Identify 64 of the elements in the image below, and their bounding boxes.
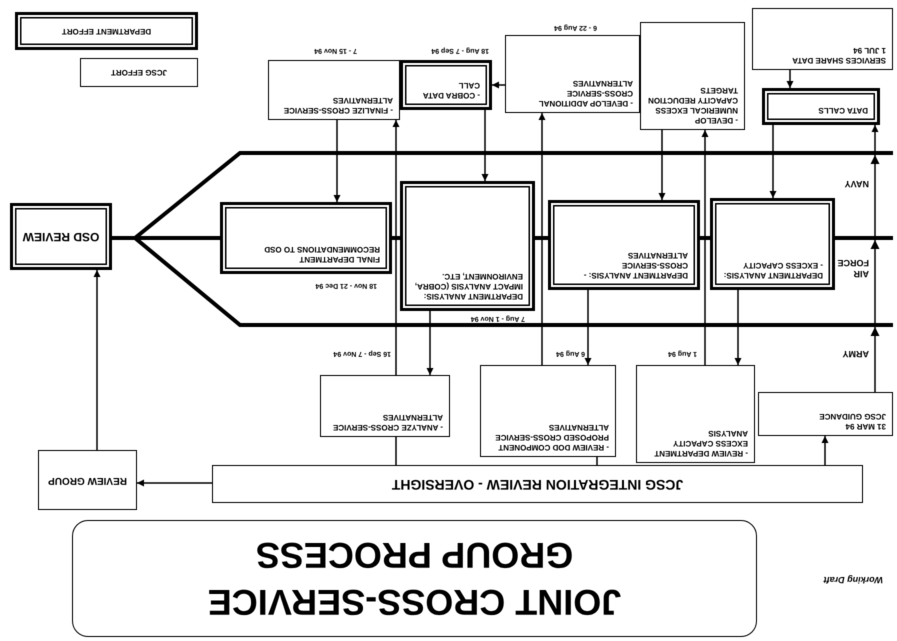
arrow bbox=[822, 436, 828, 465]
arrow bbox=[770, 125, 776, 198]
process-box bbox=[400, 60, 492, 110]
process-box bbox=[640, 22, 745, 130]
arrow bbox=[137, 480, 212, 486]
box-text: - COBRA DATA CALL bbox=[422, 80, 480, 100]
lane-label: ARMY bbox=[842, 348, 869, 359]
arrow bbox=[94, 270, 100, 450]
connector-line bbox=[392, 236, 400, 240]
box-text: 31 MAR 94 bbox=[844, 421, 886, 431]
arrow bbox=[786, 70, 794, 88]
box-text: REVIEW GROUP bbox=[48, 474, 127, 486]
arrow bbox=[658, 130, 666, 200]
process-box bbox=[758, 392, 893, 436]
lane-label: AIR FORCE bbox=[836, 257, 869, 279]
box-text: - REVIEW DOD COMPONENT PROPOSED CROSS-SERVICE ALTERNATIVES bbox=[494, 422, 609, 452]
oversight-bar bbox=[212, 465, 863, 503]
lane-label: NAVY bbox=[844, 178, 869, 189]
arrow bbox=[870, 125, 880, 392]
process-box bbox=[548, 200, 700, 290]
legend-text: JCSG EFFORT bbox=[111, 68, 168, 78]
box-text: - DEVELOP NUMERICAL EXCESS CAPACITY REDUCTION TARGETS bbox=[647, 85, 738, 125]
process-box bbox=[710, 198, 835, 290]
process-box bbox=[320, 375, 450, 437]
process-box bbox=[400, 181, 535, 311]
arrow bbox=[482, 110, 488, 181]
process-box bbox=[268, 60, 400, 120]
box-text: SERVICES SHARE DATA bbox=[791, 55, 886, 65]
connector-line bbox=[700, 236, 710, 240]
process-box bbox=[220, 202, 392, 274]
diagram-title: JOINT CROSS-SERVICE GROUP PROCESS bbox=[206, 534, 622, 626]
arrow bbox=[702, 130, 708, 365]
process-box bbox=[636, 365, 755, 463]
box-text: - FINALIZE CROSS-SERVICE ALTERNATIVES bbox=[282, 95, 393, 115]
arrow bbox=[392, 120, 400, 375]
process-box bbox=[762, 88, 880, 125]
arrow bbox=[334, 120, 340, 202]
arrow bbox=[492, 82, 505, 88]
box-text: JCSG INTEGRATION REVIEW - OVERSIGHT bbox=[392, 476, 684, 493]
process-box bbox=[10, 203, 112, 270]
connector-line bbox=[395, 437, 397, 465]
process-box bbox=[752, 8, 893, 70]
box-text: DATA CALLS bbox=[817, 105, 868, 115]
process-box bbox=[38, 450, 137, 510]
arrow bbox=[426, 311, 434, 375]
process-box bbox=[480, 365, 616, 457]
box-text: FINAL DEPARTMENT RECOMMENDATIONS TO OSD bbox=[263, 244, 380, 264]
connector-line bbox=[535, 236, 548, 240]
box-text: 1 JUL 94 bbox=[852, 45, 886, 55]
box-text: DEPARTMENT ANALYSIS: - CROSS-SERVICE ALTERNATIVES bbox=[582, 250, 688, 280]
box-text: JCSG GUIDANCE bbox=[818, 411, 886, 421]
box-text: - ANALYZE CROSS-SERVICE ALTERNATIVES bbox=[332, 412, 443, 432]
connector-line bbox=[596, 457, 598, 465]
box-text: - DEVELOP ADDITIONAL CROSS-SERVICE ALTERNATIVES bbox=[538, 78, 633, 108]
box-text: DEPARTMENT ANALYSIS: - EXCESS CAPACITY bbox=[722, 260, 823, 280]
box-text: OSD REVIEW bbox=[22, 229, 100, 244]
process-box bbox=[505, 35, 640, 113]
draft-note: Working Draft bbox=[822, 574, 883, 585]
arrow bbox=[584, 290, 592, 365]
arrow bbox=[734, 290, 742, 365]
box-text: DEPARTMENT ANALYSIS: IMPACT ANALYSIS (COBRA, ENVIRONMENT, ETC. bbox=[414, 271, 523, 301]
arrow bbox=[538, 113, 546, 365]
legend-text: DEPARTMENT EFFORT bbox=[62, 26, 152, 36]
box-text: - REVIEW DEPARTMENT EXCESS CAPACITY ANALYSIS bbox=[653, 428, 748, 458]
